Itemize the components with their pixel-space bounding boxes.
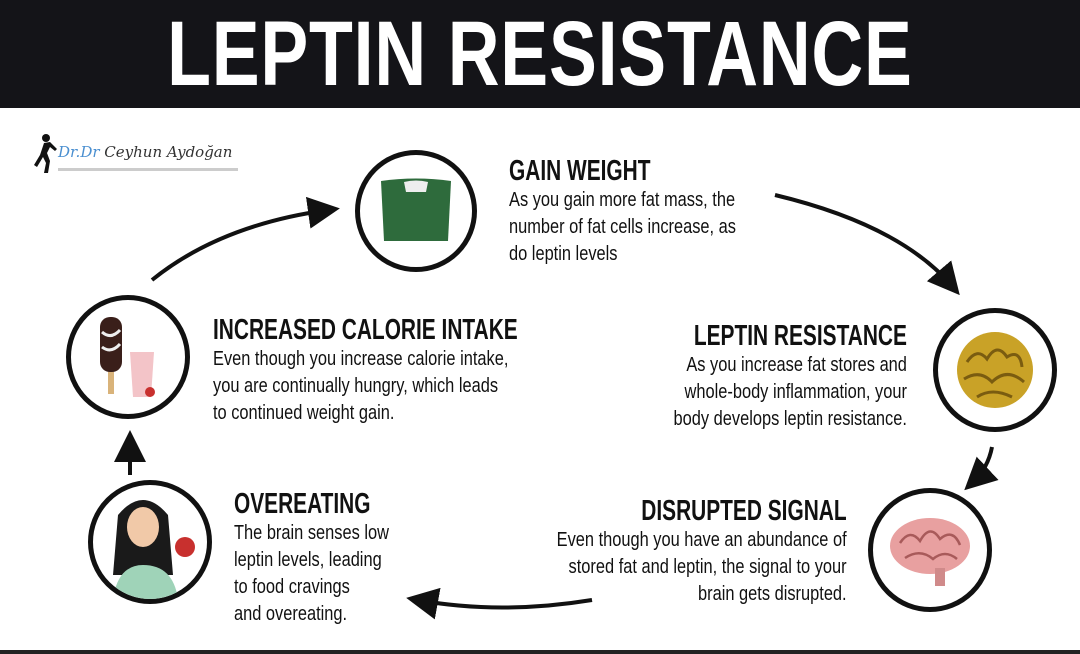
step-text: stored fat and leptin, the signal to you…: [568, 556, 847, 578]
step-text: number of fat cells increase, as: [509, 216, 736, 238]
brain-icon: [890, 517, 970, 586]
step-text: The brain senses low: [234, 522, 389, 544]
step-text: leptin levels, leading: [234, 549, 382, 571]
step-text: to continued weight gain.: [213, 402, 395, 424]
step-text: whole-body inflammation, your: [684, 381, 907, 403]
step-text: Even though you have an abundance of: [557, 529, 847, 551]
step-overeating: OVEREATING The brain senses low leptin l…: [234, 488, 424, 628]
arrow-to-disrupted-signal: [964, 446, 999, 491]
arrow-to-gain-weight: [150, 196, 340, 282]
step-leptin-resistance: LEPTIN RESISTANCE As you increase fat st…: [611, 320, 907, 433]
step-text: do leptin levels: [509, 243, 618, 265]
woman-eating-icon: [113, 500, 195, 599]
runner-icon: [34, 134, 57, 173]
step-title: INCREASED CALORIE INTAKE: [213, 314, 518, 346]
ice-cream-milkshake-icon: [100, 317, 155, 397]
step-text: you are continually hungry, which leads: [213, 375, 499, 397]
step-text: As you gain more fat mass, the: [509, 189, 736, 211]
page-title: LEPTIN RESISTANCE: [167, 2, 913, 105]
step-text: and overeating.: [234, 603, 348, 625]
step-title: OVEREATING: [234, 488, 371, 520]
fat-cell-icon: [957, 332, 1033, 408]
arrow-to-leptin-resistance: [774, 193, 960, 296]
arrow-to-overeating: [406, 587, 593, 620]
calorie-intake-circle: [66, 295, 190, 419]
step-title: DISRUPTED SIGNAL: [641, 495, 847, 527]
logo: Dr.Dr Ceyhun Aydoğan: [30, 133, 250, 178]
step-text: Even though you increase calorie intake,: [213, 348, 509, 370]
scale-icon: [381, 178, 451, 241]
header-banner: LEPTIN RESISTANCE: [0, 0, 1080, 108]
leptin-resistance-circle: [933, 308, 1057, 432]
step-text: body develops leptin resistance.: [673, 408, 907, 430]
logo-subtitle-line: [58, 168, 238, 171]
step-increased-calorie-intake: INCREASED CALORIE INTAKE Even though you…: [213, 314, 636, 427]
disrupted-signal-circle: [868, 488, 992, 612]
step-title: GAIN WEIGHT: [509, 155, 651, 187]
logo-text: Dr.Dr Ceyhun Aydoğan: [58, 143, 233, 161]
step-text: brain gets disrupted.: [698, 583, 847, 605]
step-gain-weight: GAIN WEIGHT As you gain more fat mass, t…: [509, 155, 786, 268]
bottom-border: [0, 650, 1080, 654]
step-text: to food cravings: [234, 576, 350, 598]
gain-weight-circle: [355, 150, 477, 272]
step-text: As you increase fat stores and: [686, 354, 907, 376]
overeating-circle: [88, 480, 212, 604]
step-title: LEPTIN RESISTANCE: [693, 320, 907, 352]
step-disrupted-signal: DISRUPTED SIGNAL Even though you have an…: [493, 495, 847, 608]
